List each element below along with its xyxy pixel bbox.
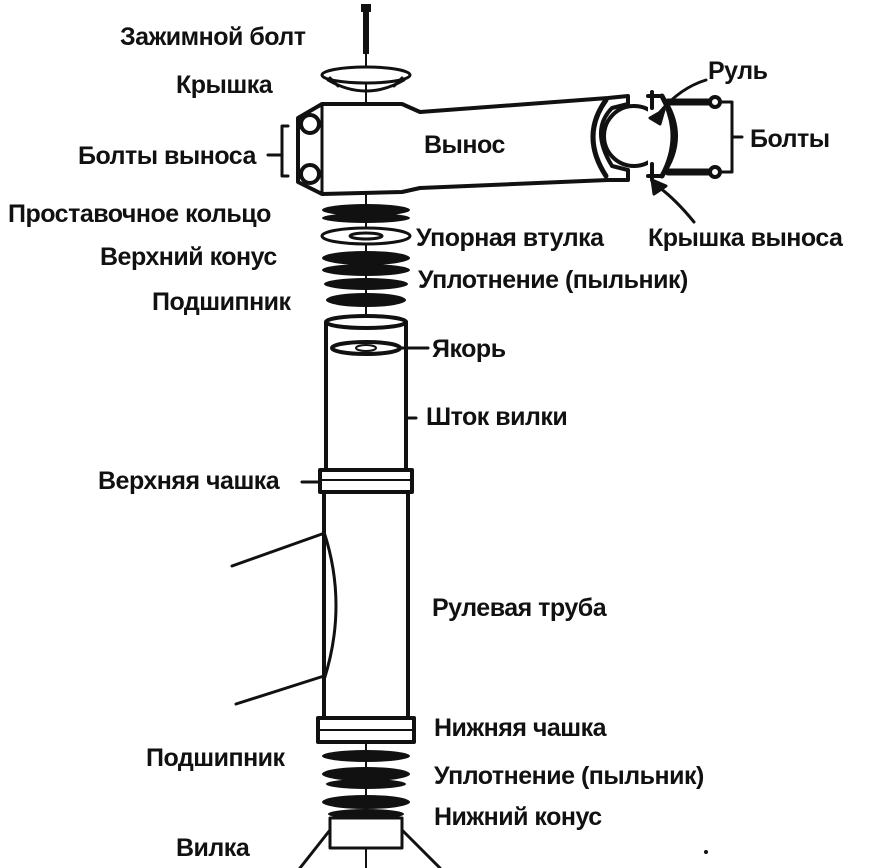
label-bearing-bottom: Подшипник	[146, 744, 285, 772]
label-stem-cap: Крышка выноса	[648, 224, 843, 252]
upper-cup-shape	[318, 468, 414, 494]
thrust-sleeve-shape	[320, 226, 412, 246]
spacer-ring-shape	[322, 204, 410, 223]
clamp-bolt-shape	[361, 4, 371, 54]
label-upper-cup: Верхняя чашка	[98, 467, 280, 495]
label-spacer-ring: Проставочное кольцо	[8, 200, 271, 228]
label-stem: Вынос	[424, 131, 505, 159]
seal-bottom-shape	[322, 767, 410, 789]
stray-dot	[704, 850, 708, 854]
lower-cup-shape	[316, 716, 416, 744]
label-stem-bolts: Болты выноса	[78, 142, 256, 170]
label-lower-cone: Нижний конус	[434, 803, 602, 831]
label-fork: Вилка	[176, 834, 250, 862]
seal-top-shape	[324, 278, 408, 290]
label-bolts: Болты	[750, 125, 830, 153]
stem-shape	[296, 94, 630, 196]
label-handlebar: Руль	[708, 57, 768, 85]
label-seal-top: Уплотнение (пыльник)	[418, 266, 688, 294]
clamp-bolts-shape	[664, 95, 722, 179]
label-seal-bottom: Уплотнение (пыльник)	[434, 762, 704, 790]
head-tube-shape	[230, 490, 410, 722]
label-anchor: Якорь	[432, 335, 506, 363]
label-bearing-top: Подшипник	[152, 288, 291, 316]
label-head-tube: Рулевая труба	[432, 594, 607, 622]
label-thrust-sleeve: Упорная втулка	[416, 224, 604, 252]
lower-cone-shape	[322, 795, 410, 819]
upper-cone-shape	[322, 251, 410, 276]
label-fork-steerer: Шток вилки	[426, 403, 568, 431]
label-lower-cup: Нижняя чашка	[434, 714, 607, 742]
fork-steerer-shape	[324, 314, 408, 474]
label-upper-cone: Верхний конус	[100, 243, 277, 271]
bearing-top-shape	[326, 293, 406, 307]
bearing-bottom-shape	[322, 750, 410, 762]
fork-crown-shape	[298, 816, 442, 868]
top-cap-shape	[320, 65, 412, 93]
label-cap: Крышка	[176, 71, 273, 99]
label-clamp-bolt: Зажимной болт	[120, 23, 306, 51]
leader-lines	[266, 78, 744, 484]
